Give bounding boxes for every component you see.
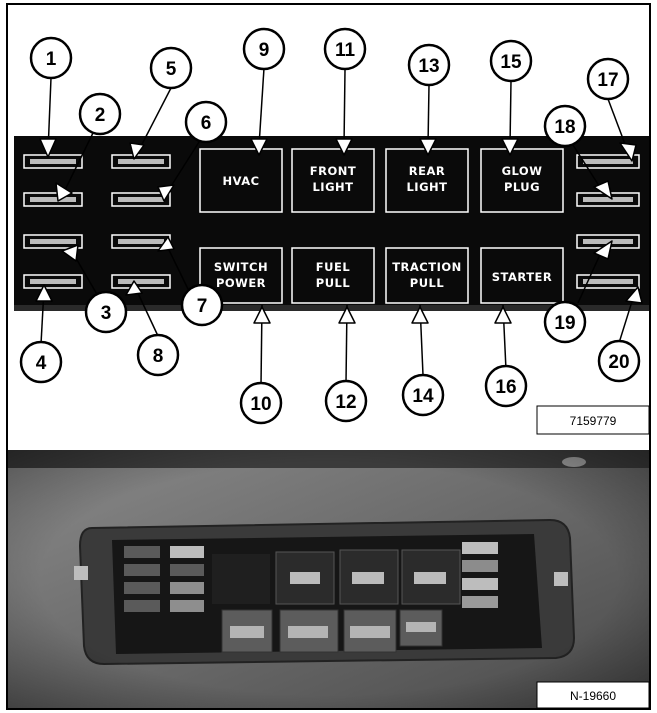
ref-id-top: 7159779 [570, 414, 617, 428]
fuse-mark [30, 197, 76, 202]
callout-number-6: 6 [201, 113, 212, 134]
fuse-mark [583, 197, 633, 202]
callout-number-16: 16 [495, 377, 516, 398]
callout-number-11: 11 [335, 40, 356, 61]
relay-13-label-line2: LIGHT [406, 180, 447, 194]
fuse-mark [118, 239, 164, 244]
callout-number-13: 13 [418, 56, 439, 77]
figure-frame: HVAC FRONT LIGHT REAR LIGHT GLOW PLUG SW… [6, 3, 651, 710]
fuse-mark [118, 279, 164, 284]
relay-14-label-line1: TRACTION [392, 260, 462, 274]
relay-14-label-line2: PULL [410, 276, 445, 290]
relay-12-label-line1: FUEL [316, 260, 351, 274]
callout-number-8: 8 [153, 346, 164, 367]
leader-9 [259, 68, 264, 146]
callout-number-15: 15 [500, 52, 522, 73]
callout-number-17: 17 [597, 70, 618, 91]
fuse-mark [583, 279, 633, 284]
callout-number-20: 20 [608, 352, 629, 373]
callout-number-19: 19 [554, 313, 575, 334]
relay-15-label-line2: PLUG [504, 180, 540, 194]
leader-11 [344, 70, 345, 146]
callout-number-2: 2 [95, 105, 106, 126]
callout-number-1: 1 [46, 49, 57, 70]
relay-10-label-line1: SWITCH [214, 260, 268, 274]
relay-9-label: HVAC [222, 174, 259, 188]
fuse-mark [30, 279, 76, 284]
callout-number-7: 7 [197, 296, 208, 317]
leader-15 [510, 81, 511, 146]
callout-number-3: 3 [101, 303, 112, 324]
relay-16-label: STARTER [492, 270, 553, 284]
ref-id-bottom: N-19660 [570, 689, 616, 703]
callout-number-9: 9 [259, 40, 270, 61]
relay-12-label-line2: PULL [316, 276, 351, 290]
relay-10-label-line2: POWER [216, 276, 266, 290]
leader-13 [428, 85, 429, 146]
fuse-mark [118, 197, 164, 202]
relay-11-label-line2: LIGHT [312, 180, 353, 194]
photo-vignette [8, 450, 649, 708]
relay-11-label-line1: FRONT [310, 164, 356, 178]
callout-number-14: 14 [412, 386, 434, 407]
fuse-mark [118, 159, 164, 164]
fuse-mark [583, 159, 633, 164]
relay-13-label-line1: REAR [409, 164, 445, 178]
relay-15-label-line1: GLOW [502, 164, 543, 178]
callout-number-5: 5 [166, 59, 177, 80]
fuse-mark [30, 159, 76, 164]
callout-number-18: 18 [554, 117, 575, 138]
fuse-box-photo: N-19660 [8, 450, 649, 708]
callout-number-4: 4 [36, 353, 47, 374]
callout-number-10: 10 [250, 394, 271, 415]
fuse-panel-diagram: HVAC FRONT LIGHT REAR LIGHT GLOW PLUG SW… [8, 5, 649, 452]
callout-number-12: 12 [335, 392, 356, 413]
fuse-mark [30, 239, 76, 244]
